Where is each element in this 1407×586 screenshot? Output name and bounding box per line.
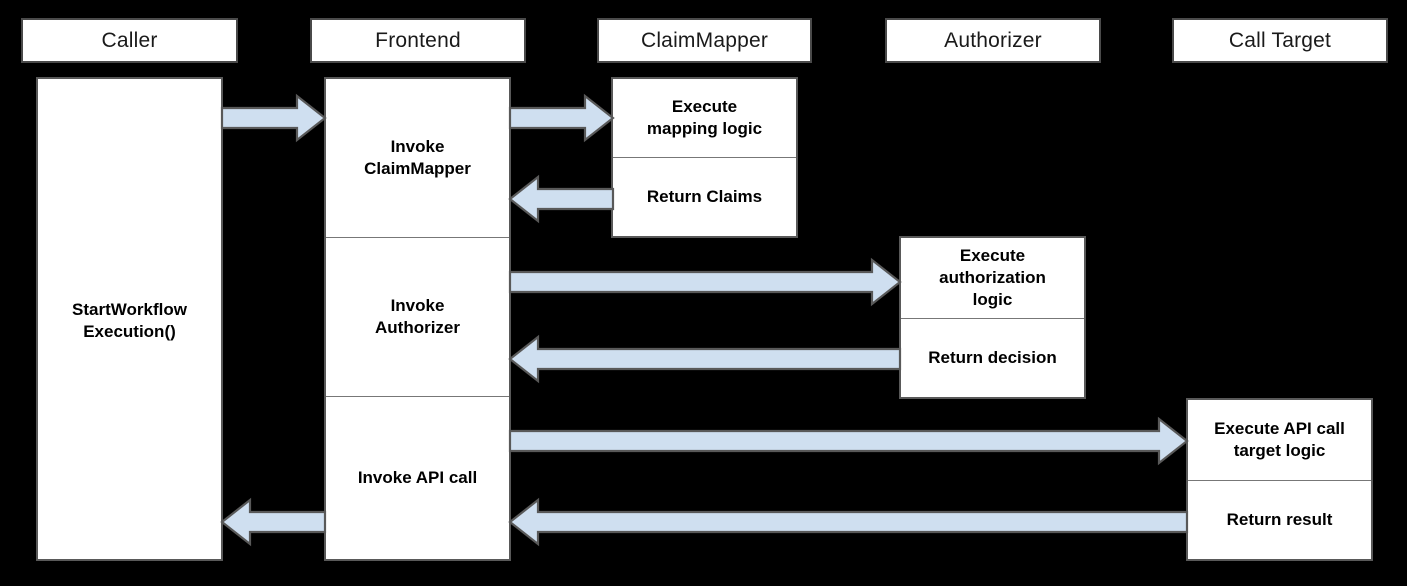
participant-label-frontend: Frontend xyxy=(375,29,461,52)
message-arrow-frontend-to-authorizer[interactable] xyxy=(508,257,902,307)
participant-label-calltarget: Call Target xyxy=(1228,29,1332,52)
lifeline-segment-label: Return result xyxy=(1226,509,1333,529)
participant-label-caller: Caller xyxy=(101,29,158,52)
participant-header-authorizer[interactable]: Authorizer xyxy=(885,18,1101,63)
lifeline-segment-claimmapper-return-claims: Return Claims xyxy=(613,158,796,236)
lifeline-segment-frontend-invoke-api-call: Invoke API call xyxy=(326,397,509,559)
message-arrow-frontend-to-claimmapper[interactable] xyxy=(508,93,615,143)
lifeline-segment-label: Return Claims xyxy=(646,186,763,206)
participant-label-claimmapper: ClaimMapper xyxy=(640,29,769,52)
participant-header-frontend[interactable]: Frontend xyxy=(310,18,526,63)
lifeline-segment-calltarget-return-result: Return result xyxy=(1188,481,1371,559)
participant-label-authorizer: Authorizer xyxy=(944,29,1042,52)
message-arrow-caller-to-frontend[interactable] xyxy=(220,93,327,143)
lifeline-segment-authorizer-return-decision: Return decision xyxy=(901,319,1084,397)
participant-header-claimmapper[interactable]: ClaimMapper xyxy=(597,18,812,63)
message-arrow-authorizer-to-frontend[interactable] xyxy=(508,334,902,384)
message-arrow-frontend-to-calltarget[interactable] xyxy=(508,416,1189,466)
message-arrow-calltarget-to-frontend[interactable] xyxy=(508,497,1189,547)
lifeline-segment-label: Invoke API call xyxy=(357,467,478,487)
message-arrow-frontend-to-caller[interactable] xyxy=(220,497,327,547)
message-arrow-claimmapper-to-frontend[interactable] xyxy=(508,174,615,224)
participant-header-calltarget[interactable]: Call Target xyxy=(1172,18,1388,63)
lifeline-segment-label: Return decision xyxy=(928,347,1057,367)
participant-header-caller[interactable]: Caller xyxy=(21,18,238,63)
